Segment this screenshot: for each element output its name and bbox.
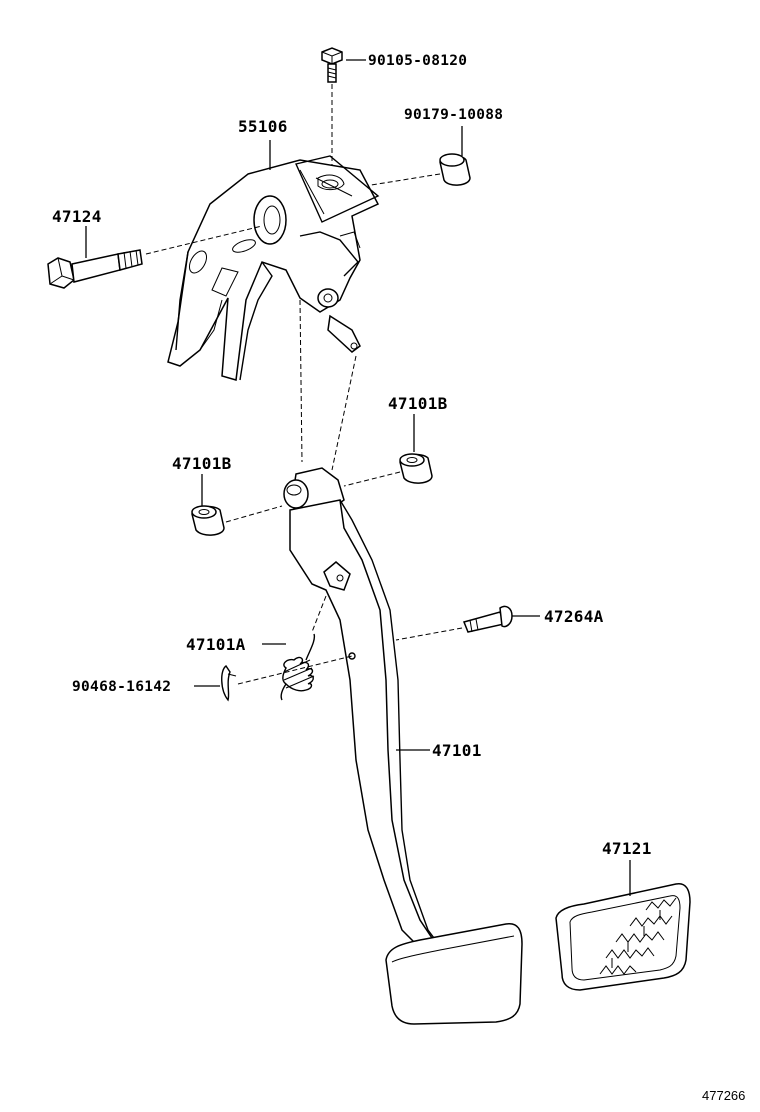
right-bushing (399, 453, 433, 484)
label-pedal-pad: 47121 (602, 839, 652, 858)
label-bushing-left: 47101B (172, 454, 232, 473)
pin-guide (395, 627, 463, 641)
bushing-left-guide (225, 505, 283, 523)
label-bushing-right: 47101B (388, 394, 448, 413)
pedal-arm (283, 467, 441, 949)
spring-guide (311, 595, 327, 633)
label-bolt-top: 90105-08120 (368, 53, 467, 69)
pedal-pad-assembled (385, 922, 523, 1025)
top-flange-bolt (321, 47, 343, 83)
label-bushing-top: 90179-10088 (404, 107, 503, 123)
clip-guide (237, 655, 353, 685)
top-bushing (439, 153, 471, 186)
left-bushing (191, 505, 225, 536)
stop-pin (462, 605, 513, 633)
pivot-guide-right (331, 355, 357, 471)
bushing-right-guide (343, 471, 401, 487)
bolt-left-guide (145, 225, 263, 255)
pivot-guide-left (299, 299, 303, 463)
label-pin: 47264A (544, 607, 604, 626)
pedal-support-bracket (167, 155, 380, 381)
label-bolt-left: 47124 (52, 207, 102, 226)
label-clip: 90468-16142 (72, 679, 171, 695)
retaining-clip (221, 665, 237, 702)
label-bracket: 55106 (238, 117, 288, 136)
pedal-pad-rubber (555, 882, 691, 991)
label-pedal-arm: 47101 (432, 741, 482, 760)
return-spring (280, 633, 316, 701)
label-spring: 47101A (186, 635, 246, 654)
pivot-bolt (47, 249, 143, 289)
reference-id: 477266 (702, 1088, 745, 1103)
